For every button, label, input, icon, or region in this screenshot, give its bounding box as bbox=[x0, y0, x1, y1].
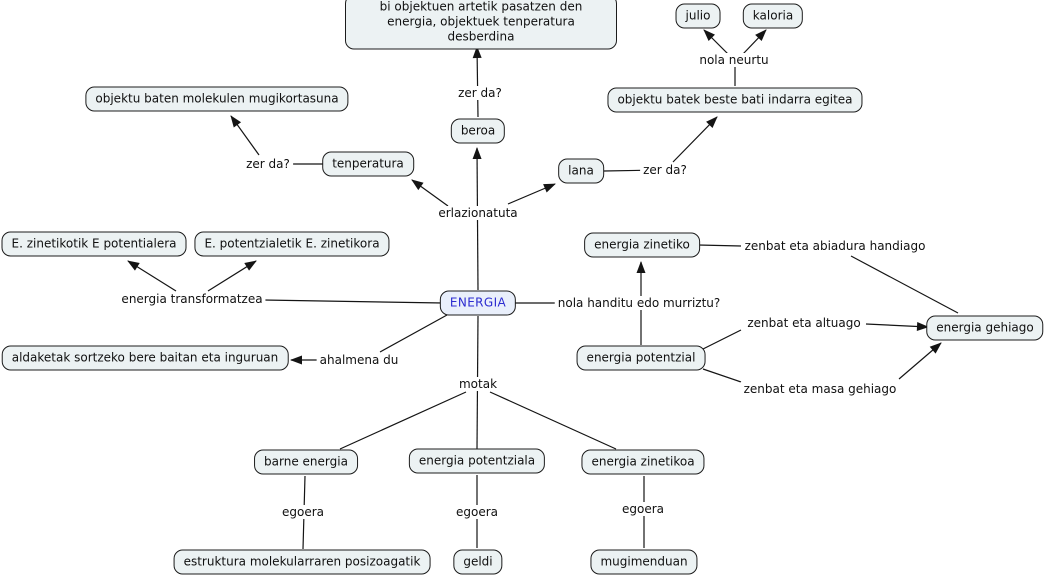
edge-energia-ahalmena bbox=[379, 314, 448, 353]
edge-masa-gehiago bbox=[898, 342, 942, 380]
edge-zinetiko-abiadura bbox=[697, 244, 742, 247]
node-mugikortasuna[interactable]: objektu baten molekulen mugikortasuna bbox=[85, 86, 349, 112]
link-ahalmena-du[interactable]: ahalmena du bbox=[316, 353, 402, 367]
node-barne-energia[interactable]: barne energia bbox=[254, 449, 358, 475]
link-nola-handitu[interactable]: nola handitu edo murriztu? bbox=[554, 296, 724, 310]
edge-potentzial-altuago bbox=[702, 329, 742, 350]
node-beroa[interactable]: beroa bbox=[450, 118, 506, 144]
link-zenbat-masa[interactable]: zenbat eta masa gehiago bbox=[740, 382, 900, 396]
node-energia-gehiago[interactable]: energia gehiago bbox=[926, 315, 1044, 341]
link-energia-transformatzea[interactable]: energia transformatzea bbox=[118, 292, 266, 306]
node-potentzial-to-zinetik[interactable]: E. potentzialetik E. zinetikora bbox=[194, 231, 390, 257]
edge-erlazionatuta-lana bbox=[507, 183, 556, 205]
link-zer-da-right[interactable]: zer da? bbox=[640, 163, 690, 177]
node-geldi[interactable]: geldi bbox=[453, 549, 503, 575]
edge-nolaneurtu-kaloria bbox=[742, 29, 767, 55]
link-egoera-2[interactable]: egoera bbox=[452, 505, 502, 519]
edge-energia-transformatzea bbox=[262, 299, 444, 304]
edge-nolaneurtu-julio bbox=[703, 29, 729, 55]
node-energia-zinetikoa[interactable]: energia zinetikoa bbox=[581, 449, 705, 475]
edge-transformatzea-potentzial bbox=[207, 260, 257, 292]
edge-zerda-indarra bbox=[672, 116, 718, 163]
node-energia-potentzial[interactable]: energia potentzial bbox=[576, 345, 706, 371]
node-energia-zinetiko[interactable]: energia zinetiko bbox=[584, 232, 700, 258]
link-motak[interactable]: motak bbox=[455, 377, 501, 391]
link-zer-da-top[interactable]: zer da? bbox=[455, 86, 505, 100]
node-lana[interactable]: lana bbox=[558, 158, 604, 184]
link-zer-da-left[interactable]: zer da? bbox=[243, 157, 293, 171]
edge-altuago-gehiago bbox=[865, 321, 929, 331]
edge-erlazionatuta-tenperatura bbox=[411, 179, 449, 207]
node-julio[interactable]: julio bbox=[675, 3, 721, 29]
edge-zerda-mugikortasuna bbox=[230, 115, 260, 156]
link-zenbat-altuago[interactable]: zenbat eta altuago bbox=[744, 316, 864, 330]
node-energia-root[interactable]: ENERGIA bbox=[439, 290, 517, 316]
node-heat-info[interactable]: bi objektuen artetik pasatzen den energi… bbox=[345, 0, 617, 50]
node-indarra[interactable]: objektu batek beste bati indarra egitea bbox=[607, 87, 863, 113]
link-erlazionatuta[interactable]: erlazionatuta bbox=[435, 206, 521, 220]
node-kaloria[interactable]: kaloria bbox=[742, 3, 804, 29]
edge-abiadura-gehiago bbox=[850, 255, 959, 314]
node-zinetik-to-potentzial[interactable]: E. zinetikotik E potentialera bbox=[1, 231, 187, 257]
node-energia-potentziala[interactable]: energia potentziala bbox=[408, 448, 546, 474]
link-egoera-1[interactable]: egoera bbox=[278, 505, 328, 519]
edge-motak-zinetikoa bbox=[489, 391, 617, 450]
node-aldaketak[interactable]: aldaketak sortzeko bere baitan eta ingur… bbox=[1, 345, 289, 371]
link-zenbat-abiadura[interactable]: zenbat eta abiadura handiago bbox=[741, 239, 929, 253]
node-estruktura[interactable]: estruktura molekularraren posizoagatik bbox=[173, 549, 431, 575]
node-tenperatura[interactable]: tenperatura bbox=[322, 151, 414, 177]
link-egoera-3[interactable]: egoera bbox=[618, 502, 668, 516]
edge-motak-barne bbox=[339, 391, 467, 450]
edge-potentzial-masa bbox=[702, 368, 742, 383]
link-nola-neurtu[interactable]: nola neurtu bbox=[696, 53, 772, 67]
edge-transformatzea-zinetik bbox=[127, 260, 177, 292]
node-mugimenduan[interactable]: mugimenduan bbox=[590, 549, 698, 575]
edge-zerda-heatinfo bbox=[472, 46, 482, 118]
